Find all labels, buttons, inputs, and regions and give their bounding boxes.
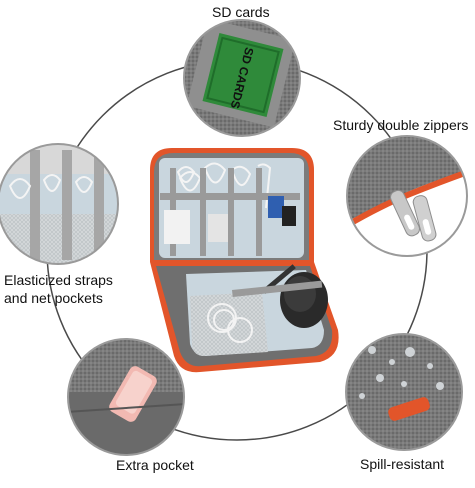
label-spill-resistant: Spill-resistant bbox=[360, 456, 445, 472]
label-net-pockets: and net pockets bbox=[4, 290, 103, 306]
label-extra-pocket: Extra pocket bbox=[116, 457, 194, 473]
zippers-detail bbox=[347, 136, 467, 256]
label-elasticized-straps: Elasticized straps bbox=[4, 272, 113, 288]
open-case bbox=[150, 148, 339, 373]
label-sd-cards: SD cards bbox=[212, 4, 270, 20]
label-double-zippers: Sturdy double zippers bbox=[333, 117, 469, 133]
straps-detail bbox=[0, 144, 118, 264]
spill-resistant-detail bbox=[346, 334, 462, 450]
sd-cards-detail bbox=[184, 20, 300, 136]
